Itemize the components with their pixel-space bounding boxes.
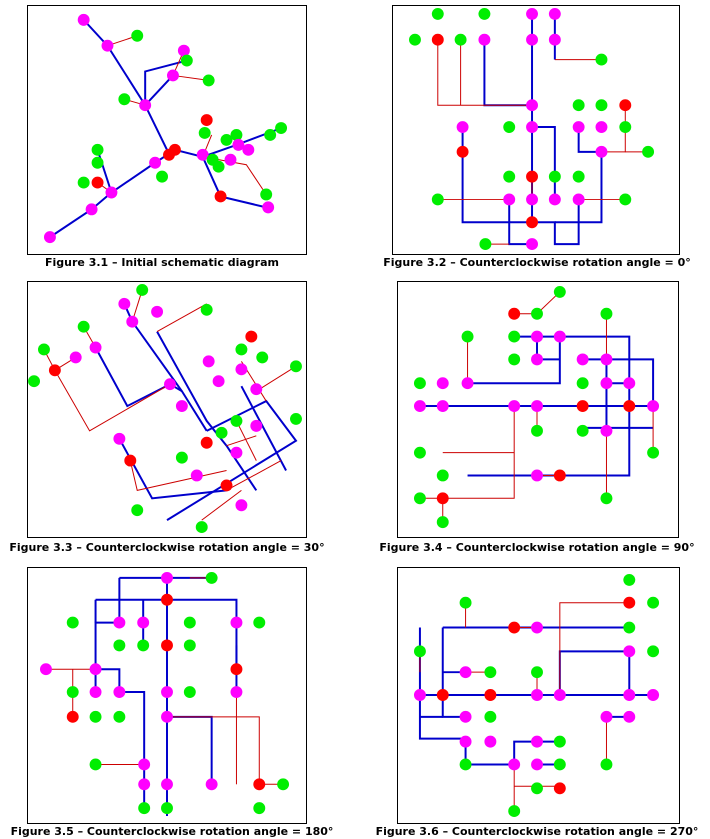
figure-3-4-panel	[397, 281, 679, 538]
figure-3-4-caption: Figure 3.4 – Counterclockwise rotation a…	[379, 541, 695, 554]
figure-3-3-diagram	[28, 283, 302, 534]
figure-3-3-panel	[27, 281, 307, 538]
figure-3-2-caption: Figure 3.2 – Counterclockwise rotation a…	[383, 256, 691, 269]
figure-3-2-diagram	[409, 7, 655, 251]
figure-3-1-caption: Figure 3.1 – Initial schematic diagram	[45, 256, 279, 269]
figure-3-6-diagram	[413, 573, 660, 818]
figure-3-3-caption: Figure 3.3 – Counterclockwise rotation a…	[9, 541, 325, 554]
figure-3-5-diagram	[39, 571, 290, 817]
figure-3-5-caption: Figure 3.5 – Counterclockwise rotation a…	[10, 825, 334, 838]
figure-3-5-panel	[27, 567, 307, 824]
figure-3-6-panel	[397, 567, 680, 824]
figure-3-2-panel	[392, 5, 680, 255]
figure-3-4-diagram	[413, 285, 660, 529]
figure-3-1-panel	[27, 5, 307, 255]
figure-3-1-diagram	[43, 13, 288, 244]
figure-3-6-caption: Figure 3.6 – Counterclockwise rotation a…	[375, 825, 699, 838]
